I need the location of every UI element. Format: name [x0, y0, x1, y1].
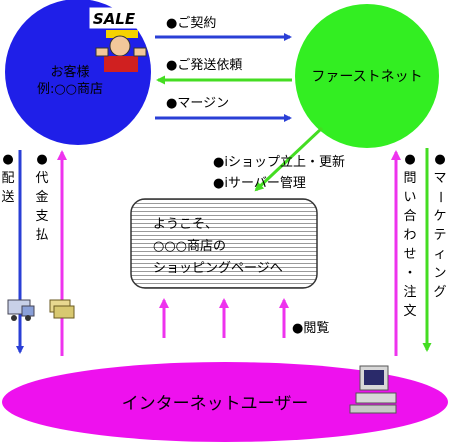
payment-char: 金 — [35, 189, 48, 205]
inquiry-char: 問 — [403, 171, 416, 186]
inquiry-char: い — [403, 190, 416, 205]
firstnet-circle — [295, 4, 439, 148]
shop-ops-label-2: ●iサーバー管理 — [213, 176, 306, 191]
sale-badge-text: SALE — [93, 10, 136, 28]
money-icon — [49, 299, 75, 319]
delivery-char: 送 — [1, 190, 14, 205]
shop-ops-flow: ●iショップ立上・更新 ●iサーバー管理 — [213, 126, 345, 192]
delivery-char: 配 — [1, 171, 14, 186]
shop-ops-arrow — [254, 126, 324, 192]
inquiry-char: 文 — [403, 304, 416, 319]
inquiry-char: 合 — [403, 209, 416, 224]
payment-char: 払 — [35, 228, 48, 243]
sale-icon: SALE — [89, 7, 147, 72]
firstnet-node: ファーストネット — [295, 4, 439, 148]
shipping-request-flow: ●ご発送依頼 — [156, 57, 292, 85]
shop-page-line-1: ようこそ、 — [153, 217, 218, 232]
marketing-char: マ — [433, 171, 446, 186]
shop-page-frame — [130, 198, 318, 289]
customer-label-2: 例:○○商店 — [37, 82, 103, 97]
inquiry-char: せ — [403, 247, 416, 262]
delivery-flow: ● 配送 — [1, 150, 24, 354]
shipping-request-label: ●ご発送依頼 — [166, 57, 242, 73]
inquiry-char: ● — [404, 152, 415, 167]
shop-ops-label-1: ●iショップ立上・更新 — [213, 154, 345, 170]
inquiry-char: わ — [403, 228, 416, 243]
customer-node: SALE お客様 例:○○商店 — [5, 0, 151, 145]
browse-flow: ●閲覧 — [159, 298, 329, 338]
browse-label: ●閲覧 — [292, 320, 329, 336]
marketing-char: グ — [433, 285, 446, 300]
contract-flow: ●ご契約 — [155, 15, 292, 41]
users-label: インターネットユーザー — [122, 394, 309, 414]
payment-char: 支 — [35, 209, 48, 224]
customer-label-1: お客様 — [50, 64, 89, 80]
delivery-label: ● 配送 — [1, 152, 14, 205]
users-node: インターネットユーザー — [2, 362, 448, 442]
margin-label: ●マージン — [166, 96, 229, 111]
shop-page-box: ようこそ、 ○○○商店の ショッピングページへ — [130, 198, 318, 289]
marketing-char: ィ — [433, 247, 446, 262]
marketing-char: ー — [432, 190, 447, 203]
users-ellipse — [2, 362, 448, 442]
inquiry-char: ・ — [403, 266, 416, 281]
marketing-char: ン — [433, 266, 446, 281]
shop-page-line-3: ショッピングページへ — [153, 261, 283, 276]
marketing-char: ケ — [433, 209, 446, 224]
computer-icon — [349, 365, 397, 414]
shop-page-line-2: ○○○商店の — [153, 239, 226, 254]
payment-char: ● — [36, 152, 47, 167]
payment-char: 代 — [35, 171, 48, 186]
marketing-char: テ — [433, 228, 446, 243]
firstnet-label: ファーストネット — [311, 69, 422, 85]
margin-flow: ●マージン — [155, 96, 292, 122]
marketing-char: ● — [434, 152, 445, 167]
delivery-char: ● — [2, 152, 13, 167]
truck-icon — [7, 299, 35, 321]
contract-label: ●ご契約 — [166, 15, 216, 31]
inquiry-char: 注 — [403, 285, 416, 300]
